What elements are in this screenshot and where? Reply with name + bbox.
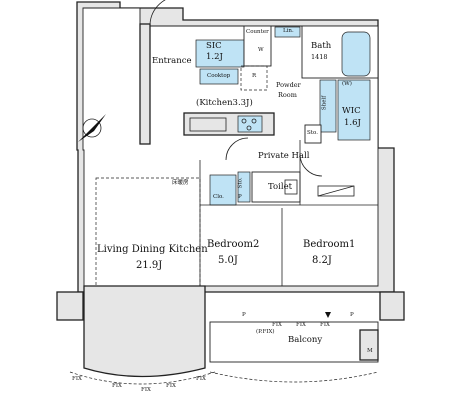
toilet-label: Toilet: [268, 182, 293, 192]
toilet-room: [251, 171, 301, 203]
entrance-door: [149, 0, 166, 25]
wic-sto-label: Sto.: [307, 130, 318, 136]
private-hall-label: Private Hall: [258, 151, 310, 161]
door-marker: [325, 312, 331, 318]
column-left: [56, 291, 84, 321]
shelf-label: Shelf: [321, 95, 328, 111]
fix-label: FIX: [320, 322, 330, 328]
powder-label-1: Powder: [276, 81, 301, 89]
wic-area: 1.6J: [344, 118, 361, 128]
column-balcony: [359, 329, 379, 361]
lin-box: [274, 26, 301, 38]
entrance-wall: [139, 23, 151, 145]
pfix-label: (P.FIX): [256, 329, 275, 335]
ldk-area: 21.9J: [136, 260, 163, 271]
sic-room: [195, 39, 245, 68]
bath-label: Bath: [311, 41, 332, 51]
fix-label: FIX: [72, 376, 82, 382]
clo-p-label: P: [238, 194, 242, 200]
bathtub: [341, 31, 371, 77]
wic-sto: [304, 124, 322, 144]
fridge-area: [240, 65, 268, 91]
fix-label: FIX: [141, 387, 151, 393]
fix-label: FIX: [112, 383, 122, 389]
fix-label: FIX: [196, 376, 206, 382]
lin-label: Lin.: [283, 28, 294, 34]
bath-size: 1418: [311, 53, 328, 61]
fix-label: FIX: [166, 383, 176, 389]
bedroom1-label: Bedroom1: [303, 239, 356, 250]
toilet-tank: [284, 179, 298, 195]
cooktop-box: [199, 68, 239, 85]
bed1-door: [299, 153, 323, 177]
sto-toilet-label: Sto.: [237, 177, 244, 189]
north-arrow-icon: [78, 114, 106, 142]
fix-label: FIX: [272, 322, 282, 328]
kitchen-sink: [189, 117, 227, 132]
wic-shelf: [319, 79, 337, 133]
wic-room: [337, 79, 371, 141]
clo-room: [209, 174, 237, 206]
floor-heat-label: 床暖房: [172, 180, 189, 186]
kitchen-label: (Kitchen3.3J): [196, 98, 253, 108]
bed1-p-label: P: [350, 312, 354, 318]
wic-label: WIC: [342, 106, 361, 116]
bedroom2-area: 5.0J: [218, 255, 238, 266]
balcony-label: Balcony: [288, 335, 323, 345]
bed2-door: [225, 137, 249, 161]
m-label: M: [367, 348, 373, 354]
bedroom2-label: Bedroom2: [207, 239, 260, 250]
powder-label-2: Room: [278, 91, 297, 99]
bedroom1-shelf: [317, 185, 355, 197]
column-right: [379, 291, 405, 321]
bay-window: [83, 285, 206, 378]
wic-w-label: (W): [342, 81, 352, 87]
entrance-label: Entrance: [152, 56, 192, 66]
w-label: W: [258, 47, 264, 53]
balcony-area: [209, 321, 379, 363]
ldk-label: Living Dining Kitchen: [97, 244, 208, 255]
clo-label: Clo.: [213, 194, 224, 200]
cooktop-label: Cooktop: [207, 73, 231, 79]
sic-label: SIC: [206, 41, 222, 51]
bedroom1-area: 8.2J: [312, 255, 332, 266]
r-label: R: [252, 73, 257, 79]
sto-toilet: [237, 171, 251, 203]
bed2-p-label: P: [242, 312, 246, 318]
sic-area: 1.2J: [206, 52, 223, 62]
counter-label: Counter: [246, 29, 269, 35]
fix-label: FIX: [296, 322, 306, 328]
